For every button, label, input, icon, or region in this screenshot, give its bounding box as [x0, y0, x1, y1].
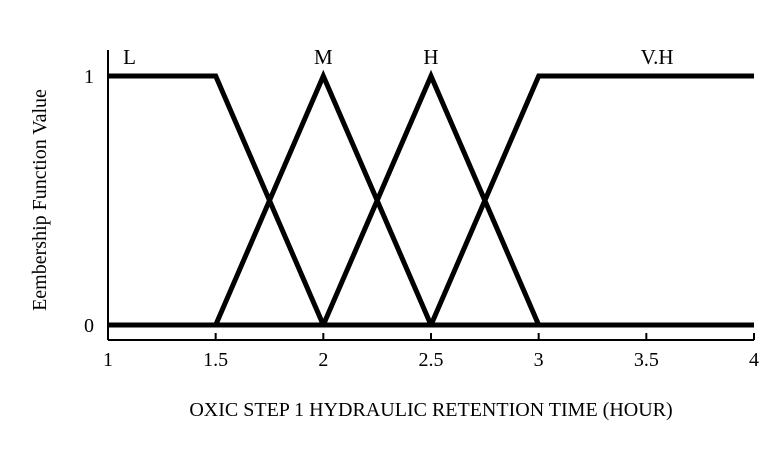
x-tick-label: 3.5	[634, 349, 659, 371]
x-tick-label: 1	[103, 349, 113, 371]
y-axis-title: Eembership Function Value	[29, 89, 51, 311]
x-tick-label: 4	[749, 349, 759, 371]
y-tick-label: 1	[84, 66, 94, 88]
y-tick-label: 0	[84, 315, 94, 337]
series-label: L	[123, 45, 136, 69]
x-tick-label: 3	[534, 349, 544, 371]
labels-group: Eembership Function Value OXIC STEP 1 HY…	[29, 89, 673, 421]
series-line-l	[108, 73, 754, 328]
series-label: V.H	[641, 45, 674, 69]
series-label: M	[314, 45, 333, 69]
series-group: L M H V.H	[108, 45, 754, 328]
x-tick-label: 2.5	[419, 349, 444, 371]
series-line-m	[108, 69, 754, 328]
series-line-vh	[108, 73, 754, 328]
series-line-h	[108, 69, 754, 328]
series-label: H	[423, 45, 438, 69]
x-tick-label: 2	[318, 349, 328, 371]
x-axis-title: OXIC STEP 1 HYDRAULIC RETENTION TIME (HO…	[189, 399, 672, 421]
x-tick-label: 1.5	[203, 349, 228, 371]
